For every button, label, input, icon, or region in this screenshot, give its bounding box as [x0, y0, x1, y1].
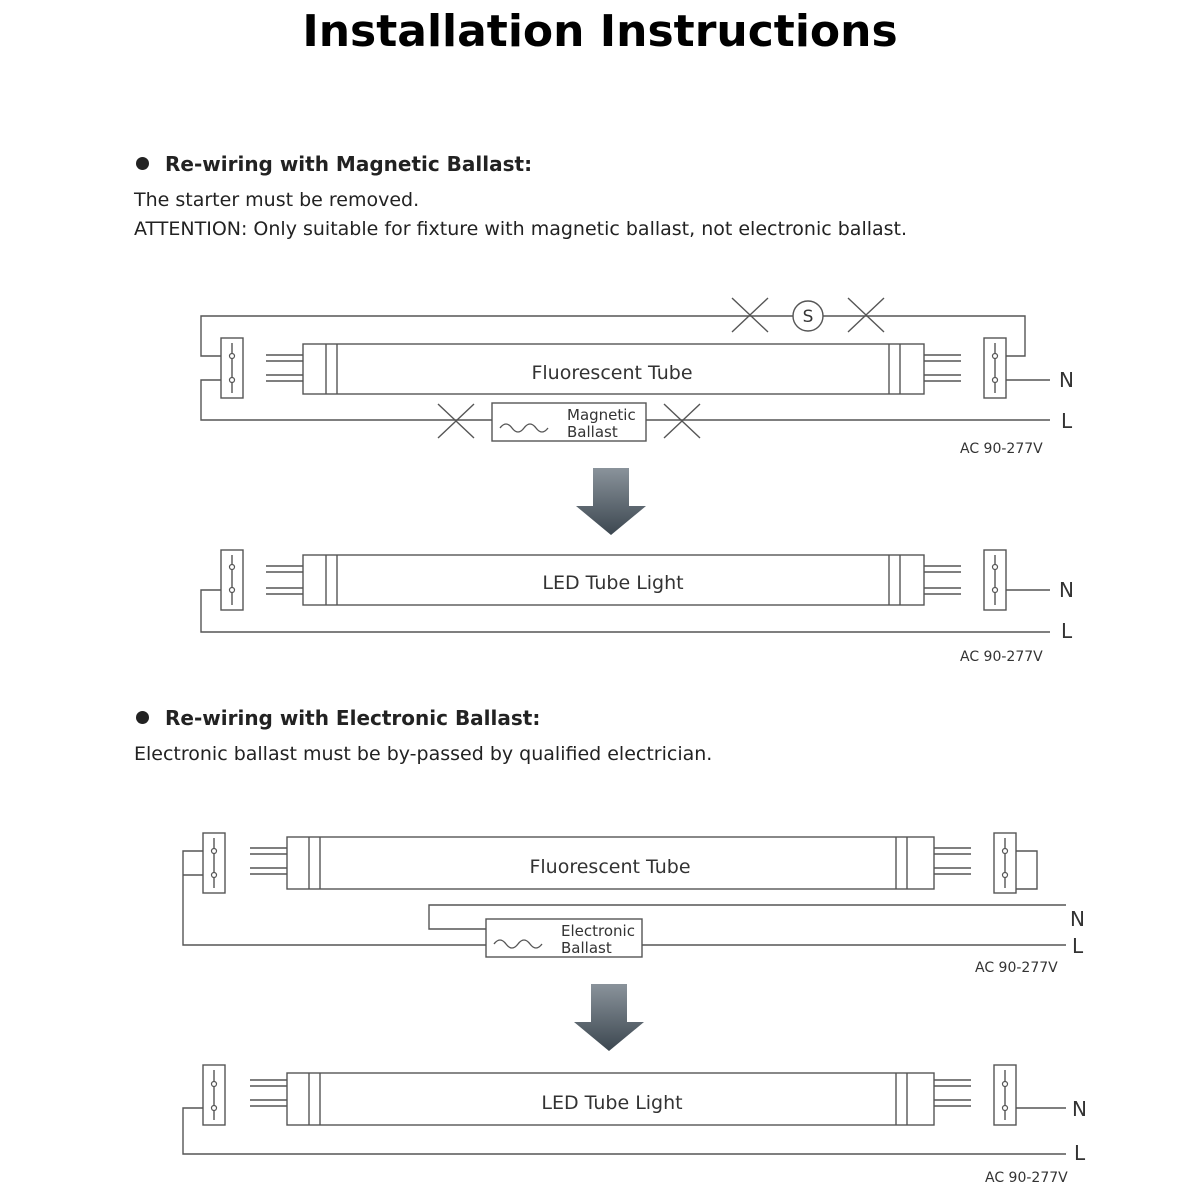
neutral-label: N — [1059, 368, 1074, 392]
neutral-label: N — [1059, 578, 1074, 602]
fluorescent-tube — [302, 343, 925, 395]
ballast-label-2: Ballast — [567, 423, 618, 441]
magnetic-led-diagram — [200, 549, 1050, 633]
cut-mark-icon — [437, 297, 885, 439]
voltage-label: AC 90-277V — [960, 649, 1043, 665]
starter-label: S — [803, 307, 814, 327]
magnetic-ballast — [491, 402, 647, 442]
fluorescent-tube-label: Fluorescent Tube — [529, 856, 690, 878]
voltage-label: AC 90-277V — [960, 441, 1043, 457]
starter — [792, 300, 824, 332]
line-label: L — [1072, 934, 1084, 958]
electronic-note-1: Electronic ballast must be by-passed by … — [134, 743, 713, 765]
fluorescent-tube — [286, 836, 935, 890]
voltage-label: AC 90-277V — [985, 1170, 1068, 1186]
bullet-icon — [136, 157, 149, 170]
led-tube — [286, 1072, 935, 1126]
electronic-ballast — [485, 918, 643, 958]
page-title: Installation Instructions — [302, 6, 898, 57]
neutral-label: N — [1072, 1097, 1087, 1121]
down-arrow-icon — [576, 468, 646, 535]
bullet-icon — [136, 711, 149, 724]
magnetic-note-2: ATTENTION: Only suitable for fixture wit… — [134, 218, 908, 240]
neutral-label: N — [1070, 907, 1085, 931]
electronic-fluorescent-diagram — [182, 832, 1066, 958]
electronic-led-diagram — [182, 1064, 1066, 1155]
voltage-label: AC 90-277V — [975, 960, 1058, 976]
magnetic-note-1: The starter must be removed. — [134, 189, 420, 211]
fluorescent-tube-label: Fluorescent Tube — [531, 362, 692, 384]
magnetic-fluorescent-diagram — [200, 297, 1050, 442]
electronic-section-heading: Re-wiring with Electronic Ballast: — [136, 706, 540, 730]
down-arrow-icon — [574, 984, 644, 1051]
line-label: L — [1061, 409, 1073, 433]
ballast-label-1: Magnetic — [567, 406, 636, 424]
led-tube-label: LED Tube Light — [542, 572, 683, 594]
led-tube-label: LED Tube Light — [541, 1092, 682, 1114]
line-label: L — [1061, 619, 1073, 643]
electronic-heading-text: Re-wiring with Electronic Ballast: — [165, 706, 541, 730]
magnetic-section-heading: Re-wiring with Magnetic Ballast: — [136, 152, 532, 176]
led-tube — [302, 554, 925, 606]
line-label: L — [1074, 1141, 1086, 1165]
magnetic-heading-text: Re-wiring with Magnetic Ballast: — [165, 152, 533, 176]
ballast-label-2: Ballast — [561, 939, 612, 957]
ballast-label-1: Electronic — [561, 922, 635, 940]
